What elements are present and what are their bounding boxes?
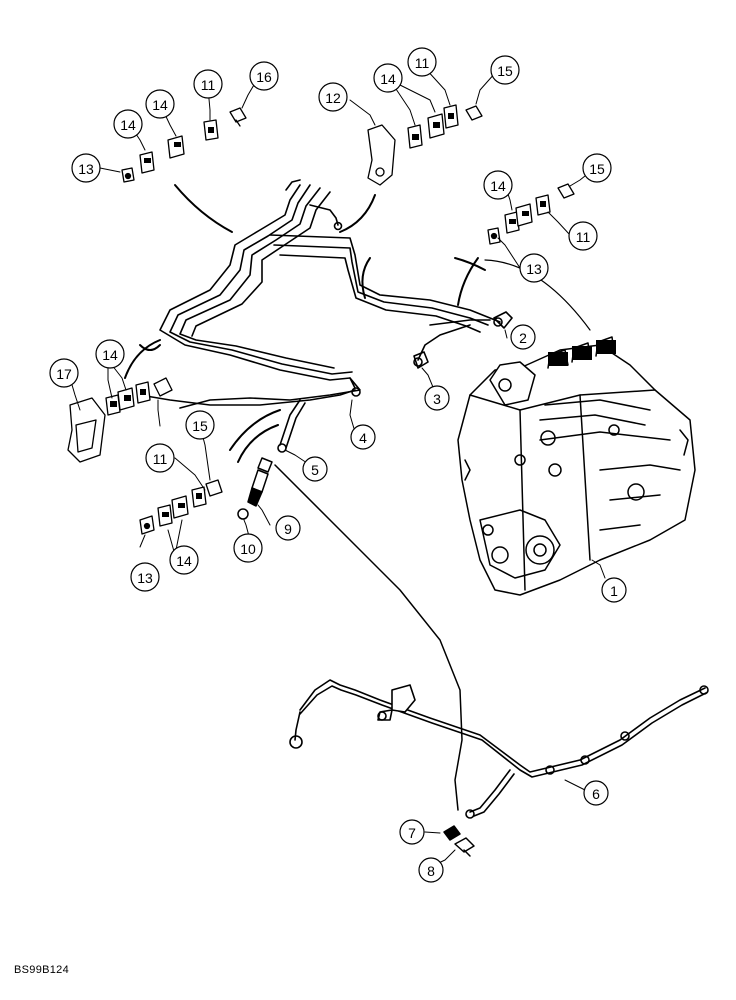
callout-16: 16	[256, 69, 272, 85]
callout-11-d: 11	[576, 229, 591, 245]
callout-13-circle-c	[130, 562, 160, 592]
figure-code: BS99B124	[14, 964, 69, 976]
callout-14-circle-f	[169, 545, 199, 575]
callout-3: 3	[433, 391, 441, 407]
callout-9: 9	[284, 521, 292, 537]
callout-6-circle	[583, 780, 609, 806]
callout-14: 14	[152, 97, 168, 113]
callout-labels: 1 2 3 4 5 6 7 8 9 10 11 11 11 11 12 13 1…	[56, 55, 618, 879]
callout-13-b: 13	[526, 261, 542, 277]
callout-4: 4	[359, 430, 367, 446]
callout-15-circle	[490, 55, 520, 85]
callout-14-circle	[145, 89, 175, 119]
callout-15-circle-c	[185, 410, 215, 440]
callout-11-circle-c	[407, 47, 437, 77]
callout-10-circle	[233, 533, 263, 563]
callout-14-d: 14	[490, 178, 506, 194]
callout-6: 6	[592, 786, 600, 802]
callout-12: 12	[325, 90, 341, 106]
callout-11: 11	[153, 451, 168, 467]
injector	[237, 457, 463, 811]
callout-14-circle-d	[483, 170, 513, 200]
callout-17: 17	[56, 366, 72, 382]
callout-16-circle	[249, 61, 279, 91]
callout-11-b: 11	[201, 77, 216, 93]
callout-15-circle-b	[582, 153, 612, 183]
injection-pump	[457, 336, 696, 596]
banjo-bolt	[443, 825, 475, 857]
callout-13: 13	[78, 161, 94, 177]
callout-12-circle	[318, 82, 348, 112]
callout-15-c: 15	[192, 418, 208, 434]
callout-17-circle	[49, 358, 79, 388]
callout-14-b: 14	[120, 117, 136, 133]
callout-14-circle-e	[95, 339, 125, 369]
callout-5-circle	[302, 456, 328, 482]
callout-14-f: 14	[176, 553, 192, 569]
callout-14-circle-c	[373, 63, 403, 93]
callout-11-circle	[145, 443, 175, 473]
callout-7-circle	[399, 819, 425, 845]
callout-14-circle-b	[113, 109, 143, 139]
callout-1: 1	[610, 583, 618, 599]
callout-14-c: 14	[380, 71, 396, 87]
callout-13-circle-b	[519, 253, 549, 283]
leader-arcs	[124, 184, 591, 463]
callout-14-e: 14	[102, 347, 118, 363]
callout-1-circle	[601, 577, 627, 603]
callout-10: 10	[240, 541, 256, 557]
callout-8: 8	[427, 863, 435, 879]
injection-lines	[139, 179, 513, 453]
callout-3-circle	[424, 385, 450, 411]
callout-2-circle	[510, 324, 536, 350]
callout-4-circle	[350, 424, 376, 450]
callout-11-circle-b	[193, 69, 223, 99]
callout-circles	[49, 47, 627, 883]
callout-2: 2	[519, 330, 527, 346]
callout-5: 5	[311, 462, 319, 478]
leak-off-line	[289, 679, 709, 819]
callout-13-circle	[71, 153, 101, 183]
callout-9-circle	[275, 515, 301, 541]
callout-15: 15	[497, 63, 513, 79]
callout-11-circle-d	[568, 221, 598, 251]
callout-11-c: 11	[415, 55, 430, 71]
callout-7: 7	[408, 825, 416, 841]
callout-8-circle	[418, 857, 444, 883]
callout-13-c: 13	[137, 570, 153, 586]
callout-15-b: 15	[589, 161, 605, 177]
clamp-hardware	[67, 104, 575, 535]
